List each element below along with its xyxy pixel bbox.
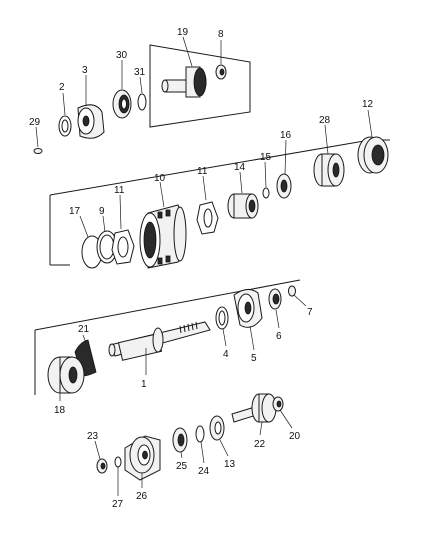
part-23-nut: [94, 440, 108, 474]
callout-21: 21: [78, 324, 90, 335]
callout-25: 25: [176, 461, 188, 472]
part-12-synchronizer: [357, 109, 389, 174]
callout-6: 6: [276, 331, 282, 342]
callout-10: 10: [154, 173, 166, 184]
callout-2: 2: [59, 82, 65, 93]
part-7-snap-ring: [288, 285, 307, 307]
part-10-clutch-drum: [139, 181, 187, 269]
callout-19: 19: [177, 27, 189, 38]
callout-4: 4: [223, 349, 229, 360]
part-28-gear: [313, 124, 345, 187]
callout-15: 15: [260, 152, 272, 163]
callout-9: 9: [99, 206, 105, 217]
part-31-snap-ring: [137, 76, 147, 111]
part-16-washer: [276, 139, 292, 199]
part-4-ring: [215, 306, 229, 347]
callout-28: 28: [319, 115, 331, 126]
callout-14: 14: [234, 162, 246, 173]
callout-20: 20: [289, 431, 301, 442]
part-14-hub: [227, 171, 259, 219]
callout-30: 30: [116, 50, 128, 61]
part-2-ring: [58, 92, 72, 137]
part-3-retainer: [77, 75, 105, 139]
callout-7: 7: [307, 307, 313, 318]
part-5-housing: [233, 289, 263, 351]
part-25-seal: [172, 427, 188, 459]
part-1-mainshaft: [108, 321, 211, 375]
callout-12: 12: [362, 99, 374, 110]
callout-18: 18: [54, 405, 66, 416]
part-6-bearing: [268, 288, 282, 329]
part-26-flange: [124, 435, 161, 488]
part-30-bearing: [112, 60, 132, 119]
callout-11-middle: 11: [197, 166, 208, 177]
part-18-sprocket: [47, 356, 85, 401]
part-29-pin: [33, 126, 43, 154]
callout-8: 8: [218, 29, 224, 40]
callout-24: 24: [198, 466, 210, 477]
callout-26: 26: [136, 491, 148, 502]
callout-27: 27: [112, 499, 124, 510]
part-11-plate-left: [111, 194, 135, 265]
callout-1: 1: [141, 379, 147, 390]
part-15-snap-ring: [262, 161, 270, 199]
part-27-washer: [114, 456, 122, 496]
callout-23: 23: [87, 431, 99, 442]
callout-17: 17: [69, 206, 81, 217]
callout-31: 31: [134, 67, 146, 78]
group-box-lower-top: [34, 279, 301, 331]
part-13-bearing: [209, 415, 229, 457]
callout-29: 29: [29, 117, 41, 128]
group-box-top: [149, 44, 251, 128]
part-11-plate-middle: [196, 175, 219, 235]
callout-5: 5: [251, 353, 257, 364]
callout-16: 16: [280, 130, 292, 141]
part-22-output-shaft: [231, 393, 277, 436]
callout-11-left: 11: [114, 185, 125, 196]
callout-22: 22: [254, 439, 266, 450]
callout-3: 3: [82, 65, 88, 76]
part-8-needle-bearing: [215, 40, 227, 80]
callout-13: 13: [224, 459, 236, 470]
part-20-bearing: [272, 396, 293, 429]
part-9-ring: [96, 215, 118, 264]
callout-labels: 1 2 3 4 5 6 7 8 9 10 11 11 12 13 14 15 1…: [29, 27, 374, 510]
part-24-ring: [195, 425, 205, 464]
part-19-input-gear: [161, 36, 207, 98]
